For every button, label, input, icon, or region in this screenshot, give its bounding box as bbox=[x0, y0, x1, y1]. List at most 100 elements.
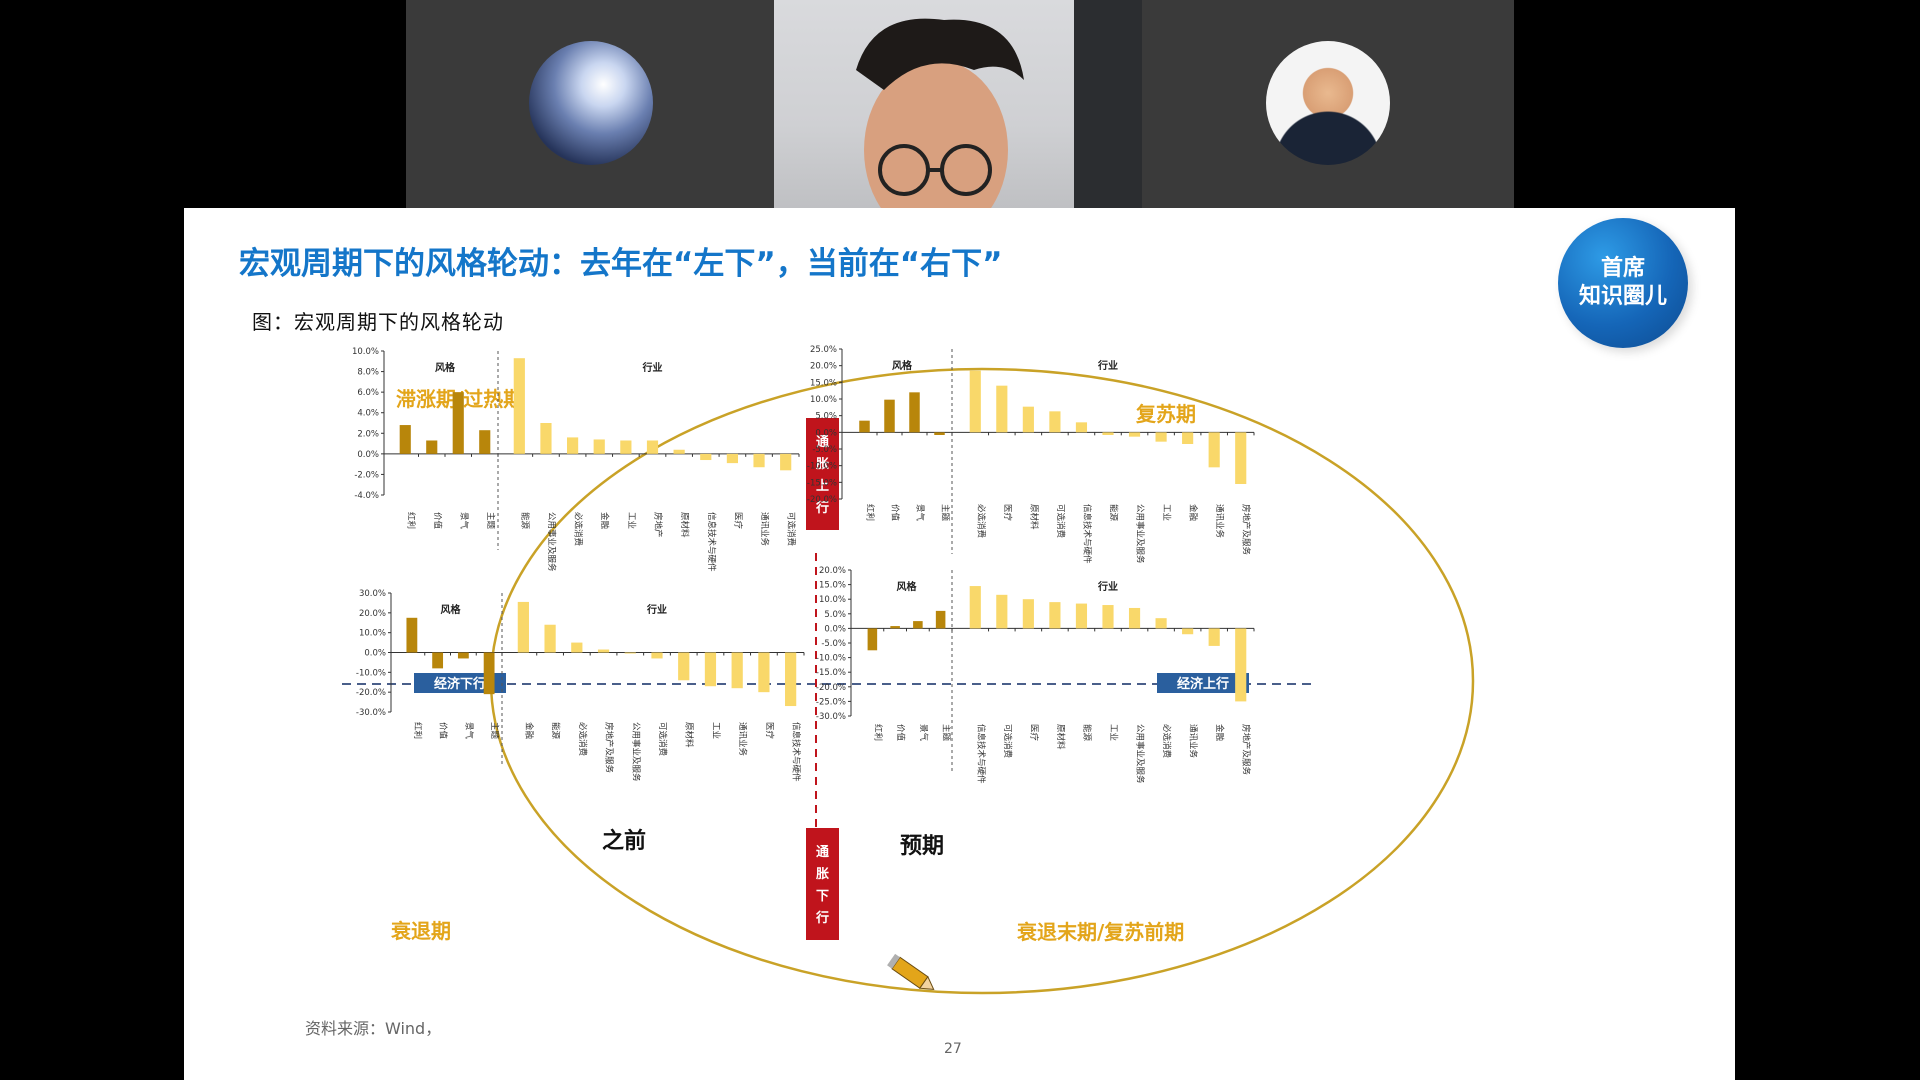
industry-category-label: 可选消费 bbox=[1055, 504, 1066, 539]
vertical-label-char: 胀 bbox=[816, 457, 829, 472]
industry-bar bbox=[513, 358, 525, 454]
y-tick-label: -30.0% bbox=[816, 712, 846, 722]
industry-bar bbox=[780, 453, 792, 471]
industry-category-label: 通讯业务 bbox=[737, 722, 748, 757]
y-tick-label: 25.0% bbox=[810, 345, 837, 355]
y-tick-label: 10.0% bbox=[359, 629, 386, 639]
industry-bar bbox=[1075, 422, 1088, 433]
y-tick-label: 10.0% bbox=[810, 395, 837, 405]
page-number: 27 bbox=[944, 1041, 962, 1057]
industry-bar bbox=[1022, 406, 1034, 433]
quadrant-label-recession: 衰退期 bbox=[390, 919, 451, 943]
vertical-label-char: 通 bbox=[816, 844, 829, 860]
y-tick-label: -20.0% bbox=[807, 495, 837, 505]
industry-category-label: 金融 bbox=[1214, 724, 1225, 742]
style-bar bbox=[934, 432, 945, 435]
economy-up-label: 经济上行 bbox=[1177, 676, 1229, 692]
style-category-label: 价值 bbox=[432, 512, 443, 530]
style-category-label: 红利 bbox=[872, 724, 883, 741]
industry-category-label: 公用事业及服务 bbox=[630, 722, 641, 782]
y-tick-label: -20.0% bbox=[816, 683, 846, 693]
style-category-label: 价值 bbox=[438, 722, 449, 740]
y-tick-label: 0.0% bbox=[364, 649, 386, 659]
industry-category-label: 公用事业及服务 bbox=[1135, 724, 1146, 784]
industry-category-label: 公用事业及服务 bbox=[1135, 504, 1146, 564]
industry-category-label: 原材料 bbox=[679, 512, 690, 538]
inflation-up-label: 通胀上行 bbox=[815, 434, 829, 516]
industry-bar bbox=[731, 652, 743, 689]
y-tick-label: 20.0% bbox=[819, 566, 846, 576]
style-bar bbox=[406, 617, 418, 653]
industry-bar bbox=[753, 453, 765, 468]
style-category-label: 红利 bbox=[412, 722, 423, 739]
y-tick-label: -5.0% bbox=[821, 639, 846, 649]
style-category-label: 红利 bbox=[405, 512, 416, 529]
industry-bar bbox=[969, 586, 981, 629]
style-group-header: 风格 bbox=[892, 359, 913, 372]
industry-bar bbox=[996, 594, 1008, 629]
industry-bar bbox=[1128, 607, 1141, 629]
y-tick-label: 20.0% bbox=[810, 362, 837, 372]
industry-bar bbox=[597, 649, 610, 653]
industry-category-label: 信息技术与硬件 bbox=[706, 512, 717, 572]
y-tick-label: 15.0% bbox=[810, 378, 837, 388]
industry-bar bbox=[1075, 603, 1088, 629]
chart-panel-top-right: 25.0%20.0%15.0%10.0%5.0%0.0%-5.0%-10.0%-… bbox=[807, 345, 1255, 564]
y-tick-label: -15.0% bbox=[816, 668, 846, 678]
style-category-label: 景气 bbox=[915, 504, 926, 522]
industry-bar bbox=[969, 370, 981, 433]
industry-category-label: 房地产 bbox=[653, 512, 664, 538]
vertical-label-char: 行 bbox=[815, 910, 829, 926]
style-bar bbox=[426, 440, 438, 454]
industry-category-label: 原材料 bbox=[684, 722, 695, 748]
industry-bar bbox=[517, 601, 529, 653]
style-category-label: 景气 bbox=[918, 724, 929, 742]
chart-panel-top-left: 10.0%8.0%6.0%4.0%2.0%0.0%-2.0%-4.0%风格行业红… bbox=[352, 347, 800, 572]
industry-bar bbox=[544, 624, 556, 653]
inflation-down-label: 通胀下行 bbox=[815, 844, 829, 926]
style-bar bbox=[867, 628, 878, 651]
industry-bar bbox=[1049, 602, 1061, 629]
industry-category-label: 能源 bbox=[519, 512, 530, 530]
industry-category-label: 可选消费 bbox=[1002, 724, 1013, 759]
industry-group-header: 行业 bbox=[1097, 359, 1118, 372]
inflation-up-label-box bbox=[806, 418, 839, 530]
economy-down-label: 经济下行 bbox=[434, 676, 486, 692]
y-tick-label: 0.0% bbox=[824, 624, 846, 634]
industry-bar bbox=[1155, 618, 1167, 629]
source-note: 资料来源：Wind， bbox=[305, 1019, 442, 1038]
industry-category-label: 能源 bbox=[1081, 724, 1092, 742]
video-tile-1[interactable] bbox=[406, 0, 776, 208]
industry-bar bbox=[624, 652, 636, 654]
industry-category-label: 必选消费 bbox=[1161, 724, 1172, 759]
industry-bar bbox=[646, 440, 659, 454]
industry-category-label: 工业 bbox=[626, 512, 637, 529]
industry-group-header: 行业 bbox=[1097, 580, 1118, 593]
slide-title: 宏观周期下的风格轮动：去年在“左下”，当前在“右下” bbox=[239, 246, 1003, 282]
style-category-label: 主题 bbox=[940, 504, 951, 522]
style-category-label: 主题 bbox=[485, 512, 496, 530]
video-tile-2[interactable] bbox=[774, 0, 1144, 208]
y-tick-label: -30.0% bbox=[356, 708, 386, 718]
annotation-before: 之前 bbox=[602, 828, 646, 854]
y-tick-label: -10.0% bbox=[807, 462, 837, 472]
video-tile-3[interactable] bbox=[1142, 0, 1514, 208]
industry-category-label: 金融 bbox=[1188, 504, 1199, 522]
industry-bar bbox=[700, 453, 712, 461]
industry-bar bbox=[704, 652, 717, 687]
inflation-down-label-box bbox=[806, 828, 839, 940]
presentation-slide: 宏观周期下的风格轮动：去年在“左下”，当前在“右下” 图：宏观周期下的风格轮动 … bbox=[184, 208, 1735, 1080]
y-tick-label: -15.0% bbox=[807, 478, 837, 488]
style-bar bbox=[884, 399, 895, 433]
style-category-label: 价值 bbox=[895, 724, 906, 742]
industry-bar bbox=[651, 652, 663, 659]
industry-bar bbox=[673, 449, 685, 454]
y-tick-label: 10.0% bbox=[819, 595, 846, 605]
style-category-label: 价值 bbox=[890, 504, 901, 522]
industry-bar bbox=[620, 440, 632, 454]
logo-text-1: 首席 bbox=[1600, 256, 1645, 281]
industry-category-label: 信息技术与硬件 bbox=[791, 722, 802, 782]
style-bar bbox=[479, 430, 491, 454]
economy-down-label-box bbox=[414, 673, 506, 693]
figure-caption: 图：宏观周期下的风格轮动 bbox=[252, 310, 504, 334]
